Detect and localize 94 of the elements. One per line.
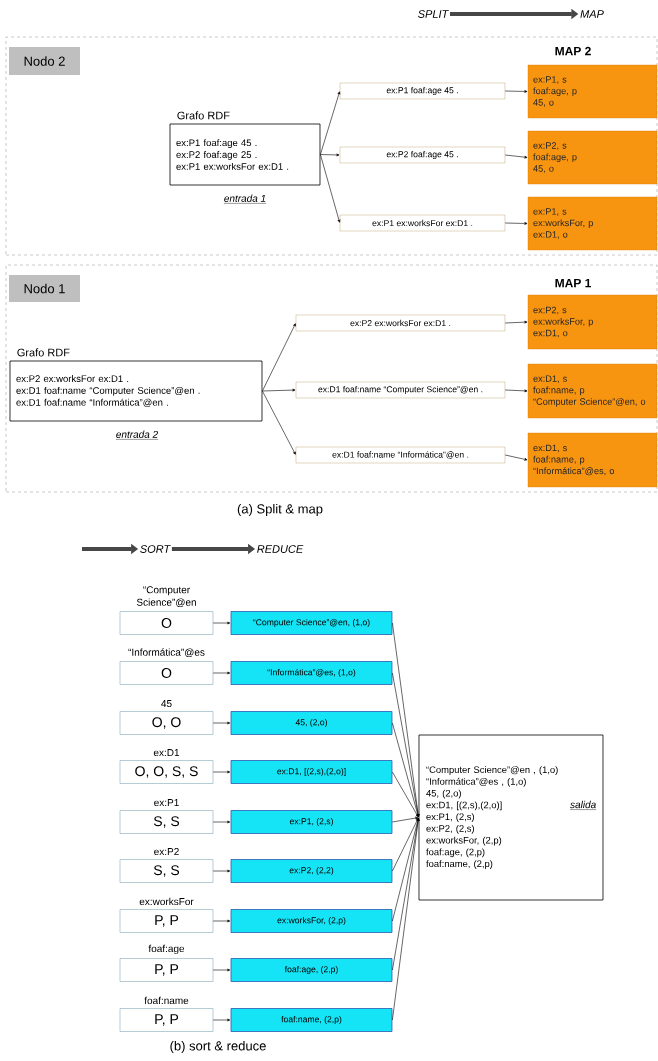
node-label: ex:P2, (2,s) xyxy=(426,824,474,834)
reduce-box: ex:P1, (2,s) xyxy=(230,810,393,834)
arrow xyxy=(212,820,231,824)
step-label: SORT xyxy=(140,545,171,553)
sort-box: P, P xyxy=(119,909,214,933)
arrow xyxy=(392,771,419,818)
arrow xyxy=(212,1018,231,1022)
reduce-box: “Informática”@es, (1,o) xyxy=(230,661,393,685)
arrow xyxy=(212,968,231,972)
arrow xyxy=(392,622,420,818)
map-heading: MAP 1 xyxy=(555,278,591,288)
sort-box: S, S xyxy=(119,810,214,834)
triple-box: ex:P1 ex:worksFor ex:D1 . xyxy=(339,214,506,232)
map-output-box: ex:P1, s ex:worksFor, p ex:D1, o xyxy=(527,196,658,251)
arrow xyxy=(504,90,528,93)
sort-box: O, O, S, S xyxy=(119,760,214,784)
node-label: foaf:name, (2,p) xyxy=(426,860,493,869)
key-heading: ex:P1 xyxy=(154,799,179,807)
input-caption: entrada 1 xyxy=(223,194,267,204)
node-label: ex:D1, [(2,s),(2,o)] xyxy=(426,801,502,811)
arrow xyxy=(392,817,420,1021)
arrow xyxy=(320,153,340,157)
key-heading: “Informática”@es xyxy=(128,648,205,658)
reduce-box: ex:P2, (2,2) xyxy=(230,859,393,883)
node-label: ex:P1, (2,s) xyxy=(426,813,474,822)
input-caption: entrada 2 xyxy=(115,430,159,440)
key-heading: ex:D1 xyxy=(153,749,180,757)
key-heading: 45 xyxy=(161,700,172,708)
triple-box: ex:D1 foaf:name “Computer Science”@en . xyxy=(295,381,506,399)
arrow xyxy=(212,770,231,774)
arrow xyxy=(504,389,528,393)
key-heading: ex:worksFor xyxy=(139,897,194,906)
node-label: “Computer Science”@en , (1,o) xyxy=(426,766,558,775)
arrow xyxy=(392,672,420,818)
map-output-box: ex:D1, s foaf:name, p “Computer Science”@en, o xyxy=(527,363,658,419)
key-heading: foaf:name xyxy=(144,996,189,1005)
arrow xyxy=(392,817,420,922)
map-output-box: ex:P2, s ex:worksFor, p ex:D1, o xyxy=(527,294,658,350)
triple-box: ex:P2 foaf:age 45 . xyxy=(339,146,506,164)
arrow xyxy=(504,454,528,461)
sort-box: O xyxy=(119,661,214,685)
arrow xyxy=(262,390,296,455)
node-label: “Informática”@es , (1,o) xyxy=(426,777,526,787)
key-heading: “Computer Science”@en xyxy=(136,586,196,608)
arrow xyxy=(212,919,231,923)
node-label: ex:worksFor, (2,p) xyxy=(426,836,502,846)
reduce-box: ex:worksFor, (2,p) xyxy=(230,909,393,933)
arrow xyxy=(392,817,419,872)
key-heading: ex:P2 xyxy=(154,848,179,856)
reduce-box: ex:D1, [(2,s),(2,o)] xyxy=(230,760,393,784)
arrow xyxy=(320,154,341,223)
arrow xyxy=(504,222,528,225)
key-heading: foaf:age xyxy=(148,944,185,955)
arrow xyxy=(212,869,231,873)
map-output-box: ex:P1, s foaf:age, p 45, o xyxy=(527,64,658,119)
reduce-box: foaf:age, (2,p) xyxy=(230,958,393,982)
step-label: SPLIT xyxy=(418,10,449,18)
node-tag: Nodo 1 xyxy=(9,275,80,302)
sort-box: S, S xyxy=(119,859,214,883)
box-heading: Grafo RDF xyxy=(17,348,70,357)
triple-box: ex:D1 foaf:name “Informática”@en . xyxy=(295,446,506,464)
arrow xyxy=(212,621,231,625)
map-output-box: ex:D1, s foaf:name, p “Informática”@es, o xyxy=(527,432,658,488)
arrow xyxy=(504,320,528,324)
triple-box: ex:P2 ex:worksFor ex:D1 . xyxy=(295,314,506,332)
arrow xyxy=(320,91,341,155)
node-label: 45, (2,o) xyxy=(426,789,461,799)
arrow xyxy=(392,816,419,823)
figure-caption: (b) sort & reduce xyxy=(170,1040,266,1054)
arrow xyxy=(212,721,231,725)
reduce-box: 45, (2,o) xyxy=(230,711,393,735)
sort-box: P, P xyxy=(119,1008,214,1032)
reduce-box: foaf:name, (2,p) xyxy=(230,1008,393,1032)
rdf-graph-box: ex:P2 ex:worksFor ex:D1 . ex:D1 foaf:name “Computer Science”@en . ex:D1 foaf:name “Informática”@en . xyxy=(9,360,263,422)
step-label: REDUCE xyxy=(257,545,304,553)
triple-box: ex:P1 foaf:age 45 . xyxy=(339,82,506,100)
node-panel xyxy=(5,264,658,493)
reduce-box: “Computer Science”@en, (1,o) xyxy=(230,611,393,635)
node-panel xyxy=(5,36,658,256)
sort-box: P, P xyxy=(119,958,214,982)
map-output-box: ex:P2, s foaf:age, p 45, o xyxy=(527,130,658,185)
arrow xyxy=(262,388,296,392)
arrow xyxy=(504,154,528,159)
node-label: foaf:age, (2,p) xyxy=(426,848,485,858)
step-label: MAP xyxy=(580,10,604,18)
sort-box: O xyxy=(119,611,214,635)
arrow xyxy=(262,323,296,392)
rdf-graph-box: ex:P1 foaf:age 45 . ex:P2 foaf:age 25 . ex:P1 ex:worksFor ex:D1 . xyxy=(169,123,321,186)
output-caption: salida xyxy=(569,800,597,810)
figure-caption: (a) Split & map xyxy=(237,503,323,517)
arrow xyxy=(212,671,231,675)
box-heading: Grafo RDF xyxy=(177,111,230,120)
sort-box: O, O xyxy=(119,711,214,735)
node-tag: Nodo 2 xyxy=(9,47,80,75)
